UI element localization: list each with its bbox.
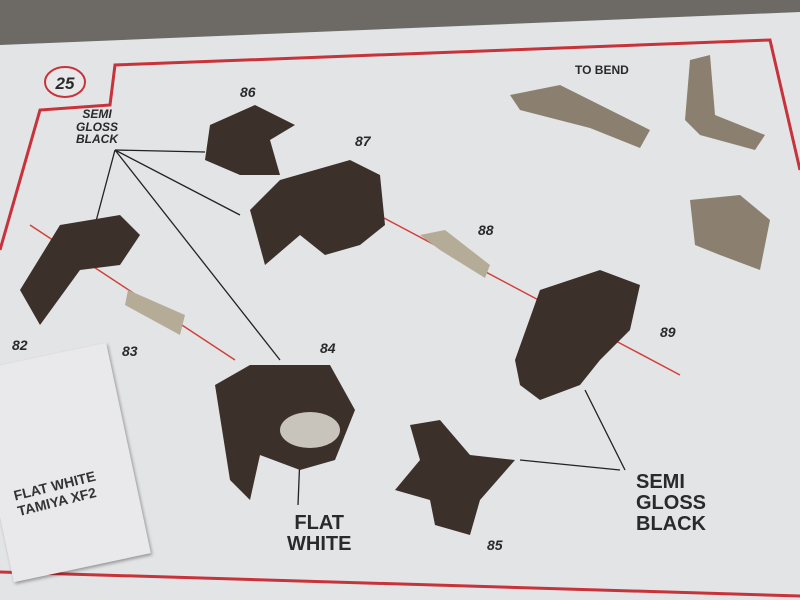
part-89: [515, 270, 640, 400]
bend-parts: [510, 55, 770, 270]
part-88-screw: [420, 230, 490, 278]
part-number-87: 87: [355, 133, 372, 149]
step-frame-bottom-border: [0, 570, 800, 598]
label-line: GLOSS: [76, 119, 119, 134]
label-line: GLOSS: [636, 492, 707, 514]
parts: [20, 105, 640, 535]
part-86: [205, 105, 295, 175]
bend-part-b: [685, 55, 765, 150]
paper-sheet: [0, 12, 800, 600]
flat-white-label: FLAT WHITE: [287, 513, 351, 555]
bend-part-c: [690, 195, 770, 270]
assembly-axis-right: [349, 199, 681, 376]
label-line: SEMI: [82, 107, 112, 121]
label-line: BLACK: [636, 513, 706, 535]
part-83-screw: [125, 290, 185, 335]
semi-gloss-black-label-bottom: SEMI GLOSS BLACK: [636, 472, 706, 535]
label-line: WHITE: [287, 533, 352, 555]
leader-lines: [94, 149, 626, 506]
part-number-88: 88: [478, 222, 494, 238]
part-number-89: 89: [660, 324, 676, 340]
part-84-white-insert: [280, 412, 340, 448]
part-number-86: 86: [240, 84, 256, 100]
part-82: [20, 215, 140, 325]
step-number: 25: [55, 74, 75, 93]
part-85: [395, 420, 515, 535]
label-line: FLAT: [294, 512, 345, 534]
step-frame-border: [0, 38, 800, 251]
part-87: [250, 160, 385, 265]
part-number-83: 83: [122, 343, 138, 359]
label-line: SEMI: [636, 471, 685, 493]
semi-gloss-black-label-top: SEMI GLOSS BLACK: [76, 108, 118, 146]
bend-part-a: [510, 85, 650, 148]
part-number-82: 82: [12, 337, 28, 353]
part-number-84: 84: [320, 340, 336, 356]
label-line: BLACK: [76, 132, 118, 147]
step-number-circle: [44, 66, 86, 98]
part-number-85: 85: [487, 537, 503, 553]
to-bend-label: TO BEND: [575, 63, 629, 77]
